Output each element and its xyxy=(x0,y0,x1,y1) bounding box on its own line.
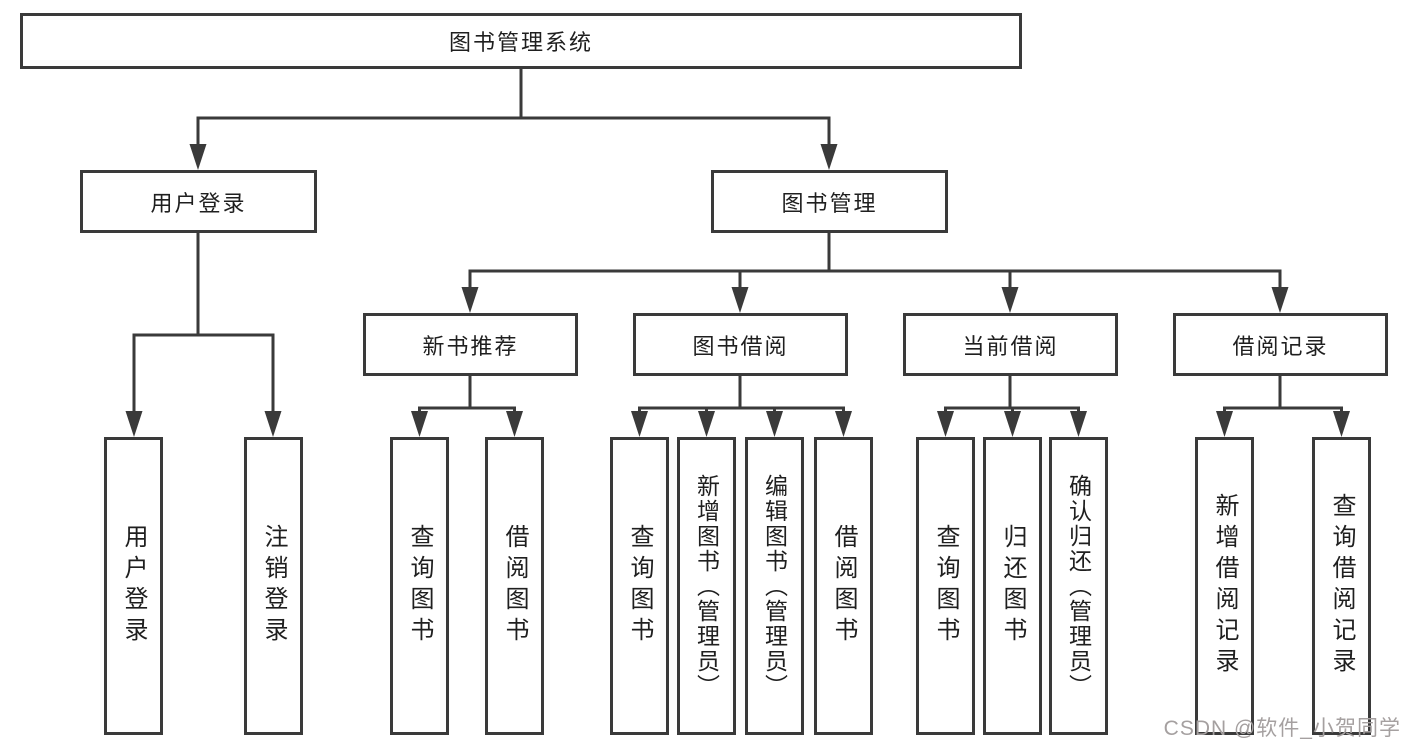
connector-user-login-to-leaves xyxy=(125,233,282,437)
node-user-login: 用户登录 xyxy=(104,437,163,735)
node-label: 确认归还（管理员） xyxy=(1065,473,1092,699)
node-label: 编辑图书（管理员） xyxy=(761,473,788,699)
node-label: 新书推荐 xyxy=(422,333,519,359)
node-logout: 注销登录 xyxy=(244,437,303,735)
connector-book-borrow-to-leaves xyxy=(631,376,852,437)
connector-borrow-records-to-leaves xyxy=(1216,376,1350,437)
node-return-book: 归还图书 xyxy=(983,437,1042,735)
node-label: 注销登录 xyxy=(260,524,287,648)
node-label: 新增图书（管理员） xyxy=(693,473,720,699)
node-borrow-books: 借阅图书 xyxy=(814,437,873,735)
node-current-borrowing: 当前借阅 xyxy=(903,313,1118,376)
node-label: 归还图书 xyxy=(999,524,1026,648)
node-label: 图书管理系统 xyxy=(448,30,593,55)
node-label: 图书借阅 xyxy=(692,333,789,359)
node-label: 当前借阅 xyxy=(962,333,1059,359)
node-label: 借阅记录 xyxy=(1232,333,1329,359)
node-label: 查询图书 xyxy=(932,524,959,648)
connector-current-borrow-to-leaves xyxy=(937,376,1087,437)
node-query-books-rec: 查询图书 xyxy=(390,437,449,735)
node-add-borrow-record: 新增借阅记录 xyxy=(1195,437,1254,735)
node-user-login-group: 用户登录 xyxy=(80,170,317,233)
node-query-books-borrow: 查询图书 xyxy=(610,437,669,735)
node-label: 查询借阅记录 xyxy=(1328,493,1355,679)
connector-root-to-level2 xyxy=(189,68,838,170)
node-library-management-system: 图书管理系统 xyxy=(20,13,1022,69)
node-query-borrow-record: 查询借阅记录 xyxy=(1312,437,1371,735)
node-label: 查询图书 xyxy=(406,524,433,648)
node-new-book-recommendation: 新书推荐 xyxy=(363,313,578,376)
node-edit-book-admin: 编辑图书（管理员） xyxy=(745,437,804,735)
node-label: 查询图书 xyxy=(626,524,653,648)
node-query-books-current: 查询图书 xyxy=(916,437,975,735)
node-confirm-return-admin: 确认归还（管理员） xyxy=(1049,437,1108,735)
node-label: 借阅图书 xyxy=(501,524,528,648)
connector-book-mgmt-to-level3 xyxy=(461,233,1289,313)
node-book-management: 图书管理 xyxy=(711,170,948,233)
node-book-borrowing: 图书借阅 xyxy=(633,313,848,376)
node-label: 借阅图书 xyxy=(830,524,857,648)
node-borrowing-records: 借阅记录 xyxy=(1173,313,1388,376)
node-label: 新增借阅记录 xyxy=(1211,493,1238,679)
node-label: 图书管理 xyxy=(781,190,878,216)
node-add-book-admin: 新增图书（管理员） xyxy=(677,437,736,735)
node-label: 用户登录 xyxy=(150,190,247,216)
node-borrow-books-rec: 借阅图书 xyxy=(485,437,544,735)
node-label: 用户登录 xyxy=(120,524,147,648)
connector-new-book-rec-to-leaves xyxy=(411,376,523,437)
